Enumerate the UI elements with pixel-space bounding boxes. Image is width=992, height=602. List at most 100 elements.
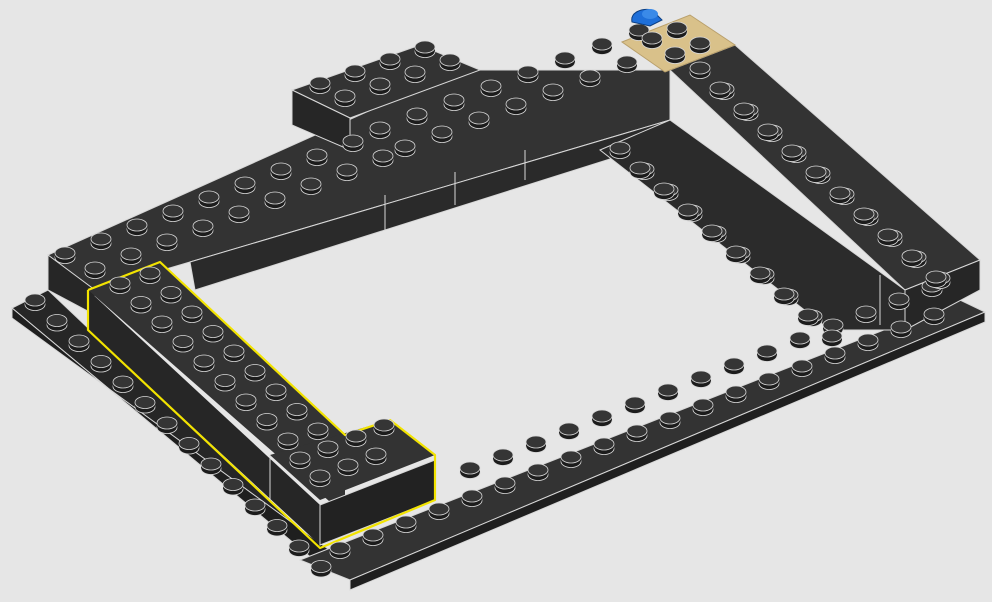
stud bbox=[667, 22, 687, 39]
stud bbox=[380, 53, 400, 70]
stud bbox=[759, 373, 779, 390]
stud bbox=[201, 458, 221, 475]
stud bbox=[113, 376, 133, 393]
stud bbox=[85, 262, 105, 279]
stud bbox=[734, 103, 754, 120]
stud bbox=[690, 37, 710, 54]
stud bbox=[654, 183, 674, 200]
stud bbox=[518, 66, 538, 83]
stud bbox=[460, 462, 480, 479]
stud bbox=[287, 404, 307, 421]
stud bbox=[310, 77, 330, 94]
stud bbox=[678, 204, 698, 221]
stud bbox=[432, 126, 452, 143]
stud bbox=[658, 384, 678, 401]
stud bbox=[337, 164, 357, 181]
stud bbox=[830, 187, 850, 204]
stud bbox=[25, 294, 45, 311]
stud bbox=[366, 448, 386, 465]
stud bbox=[91, 233, 111, 250]
stud bbox=[215, 375, 235, 392]
stud bbox=[278, 433, 298, 450]
stud bbox=[750, 267, 770, 284]
stud bbox=[555, 52, 575, 69]
stud bbox=[308, 423, 328, 440]
stud bbox=[580, 70, 600, 87]
stud bbox=[594, 438, 614, 455]
stud bbox=[179, 438, 199, 455]
stud bbox=[407, 108, 427, 125]
stud bbox=[481, 80, 501, 97]
stud bbox=[528, 464, 548, 481]
stud bbox=[469, 112, 489, 129]
stud bbox=[858, 334, 878, 351]
stud bbox=[267, 520, 287, 537]
stud bbox=[878, 229, 898, 246]
stud bbox=[193, 220, 213, 237]
stud bbox=[257, 414, 277, 431]
stud bbox=[363, 529, 383, 546]
stud bbox=[307, 149, 327, 166]
stud bbox=[396, 516, 416, 533]
stud bbox=[926, 271, 946, 288]
stud bbox=[182, 306, 202, 323]
stud bbox=[289, 540, 309, 557]
stud bbox=[140, 267, 160, 284]
stud bbox=[493, 449, 513, 466]
stud bbox=[891, 321, 911, 338]
stud bbox=[121, 248, 141, 265]
stud bbox=[245, 499, 265, 516]
stud bbox=[135, 397, 155, 414]
stud bbox=[373, 150, 393, 167]
stud bbox=[127, 219, 147, 236]
stud bbox=[345, 65, 365, 82]
stud bbox=[592, 38, 612, 55]
stud bbox=[526, 436, 546, 453]
stud bbox=[825, 347, 845, 364]
stud bbox=[559, 423, 579, 440]
stud bbox=[758, 124, 778, 141]
stud bbox=[790, 332, 810, 349]
stud bbox=[806, 166, 826, 183]
stud bbox=[395, 140, 415, 157]
stud bbox=[415, 41, 435, 58]
stud bbox=[131, 297, 151, 314]
stud bbox=[335, 90, 355, 107]
stud bbox=[370, 78, 390, 95]
stud bbox=[311, 561, 331, 578]
stud bbox=[290, 452, 310, 469]
stud bbox=[245, 365, 265, 382]
stud bbox=[798, 309, 818, 326]
stud bbox=[856, 306, 876, 323]
stud bbox=[110, 277, 130, 294]
stud bbox=[822, 330, 842, 347]
stud bbox=[47, 315, 67, 332]
stud bbox=[902, 250, 922, 267]
stud bbox=[561, 451, 581, 468]
stud bbox=[610, 142, 630, 159]
stud bbox=[173, 336, 193, 353]
stud bbox=[370, 122, 390, 139]
stud bbox=[265, 192, 285, 209]
stud bbox=[199, 191, 219, 208]
stud bbox=[224, 345, 244, 362]
stud bbox=[726, 386, 746, 403]
stud bbox=[163, 205, 183, 222]
stud bbox=[617, 56, 637, 73]
stud bbox=[161, 287, 181, 304]
stud bbox=[266, 384, 286, 401]
stud bbox=[889, 293, 909, 310]
stud bbox=[338, 459, 358, 476]
stud bbox=[660, 412, 680, 429]
stud bbox=[627, 425, 647, 442]
stud bbox=[203, 326, 223, 343]
stud bbox=[310, 470, 330, 487]
stud bbox=[774, 288, 794, 305]
stud bbox=[691, 371, 711, 388]
stud bbox=[271, 163, 291, 180]
blue-accessory-icon bbox=[632, 9, 662, 26]
stud bbox=[924, 308, 944, 325]
stud bbox=[69, 335, 89, 352]
stud bbox=[236, 394, 256, 411]
